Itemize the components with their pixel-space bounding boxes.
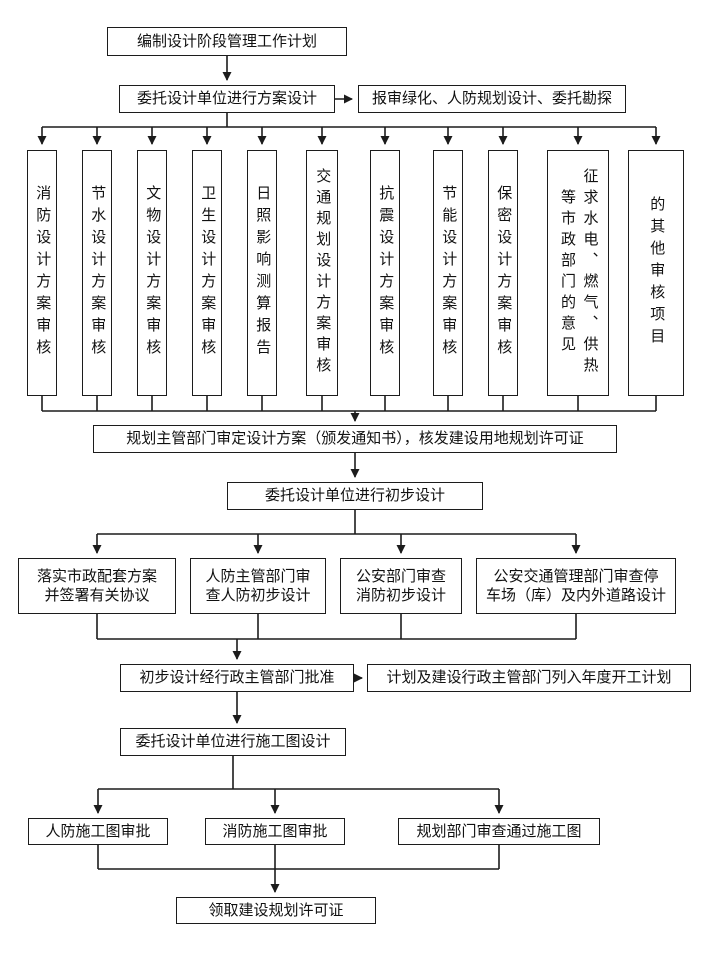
flow-node-plan: 编制设计阶段管理工作计划 — [107, 27, 347, 56]
vertical-label: 消防设计方案审核 — [34, 185, 52, 361]
flow-node-review-sanitation: 卫生设计方案审核 — [192, 150, 222, 396]
flow-node-cd-civil-defense: 人防施工图审批 — [28, 818, 168, 845]
flow-node-review-water-saving: 节水设计方案审核 — [82, 150, 112, 396]
flow-node-review-fire: 消防设计方案审核 — [27, 150, 57, 396]
flow-node-prelim-municipal-support: 落实市政配套方案 并签署有关协议 — [18, 558, 176, 614]
flow-node-side-note: 报审绿化、人防规划设计、委托勘探 — [358, 85, 626, 113]
flow-node-scheme-design: 委托设计单位进行方案设计 — [119, 85, 335, 113]
flow-node-cd-planning: 规划部门审查通过施工图 — [398, 818, 600, 845]
flow-node-review-traffic: 交通规划设计方案审核 — [306, 150, 338, 396]
vertical-label: 卫生设计方案审核 — [199, 185, 217, 361]
flow-node-preliminary-design: 委托设计单位进行初步设计 — [227, 482, 483, 510]
vertical-label: 日照影响测算报告 — [254, 185, 272, 361]
flow-node-review-energy: 节能设计方案审核 — [433, 150, 463, 396]
flow-node-review-seismic: 抗震设计方案审核 — [370, 150, 400, 396]
flow-node-construction-drawing: 委托设计单位进行施工图设计 — [120, 728, 346, 756]
flow-node-prelim-civil-defense: 人防主管部门审 查人防初步设计 — [190, 558, 326, 614]
flow-node-prelim-parking-roads: 公安交通管理部门审查停 车场（库）及内外道路设计 — [476, 558, 676, 614]
vertical-label: 的其他审核项目 — [648, 196, 666, 350]
flow-node-cd-fire: 消防施工图审批 — [205, 818, 345, 845]
flow-node-final-permit: 领取建设规划许可证 — [176, 897, 376, 924]
vertical-label: 征求水电、燃气、供热 — [581, 168, 599, 378]
flow-node-plan-approval: 规划主管部门审定设计方案（颁发通知书），核发建设用地规划许可证 — [93, 425, 617, 453]
vertical-label: 交通规划设计方案审核 — [314, 168, 332, 378]
vertical-label: 节水设计方案审核 — [89, 185, 107, 361]
flow-node-annual-plan: 计划及建设行政主管部门列入年度开工计划 — [367, 664, 691, 692]
vertical-label: 保密设计方案审核 — [495, 185, 513, 361]
flow-node-review-confidentiality: 保密设计方案审核 — [488, 150, 518, 396]
vertical-label: 等市政部门的意见 — [559, 189, 576, 357]
vertical-label: 抗震设计方案审核 — [377, 185, 395, 361]
flow-node-review-cultural-relics: 文物设计方案审核 — [137, 150, 167, 396]
vertical-label: 节能设计方案审核 — [440, 185, 458, 361]
flow-node-review-sunlight: 日照影响测算报告 — [247, 150, 277, 396]
flow-node-review-other: 的其他审核项目 — [628, 150, 684, 396]
vertical-label: 文物设计方案审核 — [144, 185, 162, 361]
flow-node-preliminary-approval: 初步设计经行政主管部门批准 — [120, 664, 354, 692]
flow-node-prelim-fire: 公安部门审查 消防初步设计 — [340, 558, 462, 614]
flow-node-review-municipal: 征求水电、燃气、供热 等市政部门的意见 — [547, 150, 609, 396]
